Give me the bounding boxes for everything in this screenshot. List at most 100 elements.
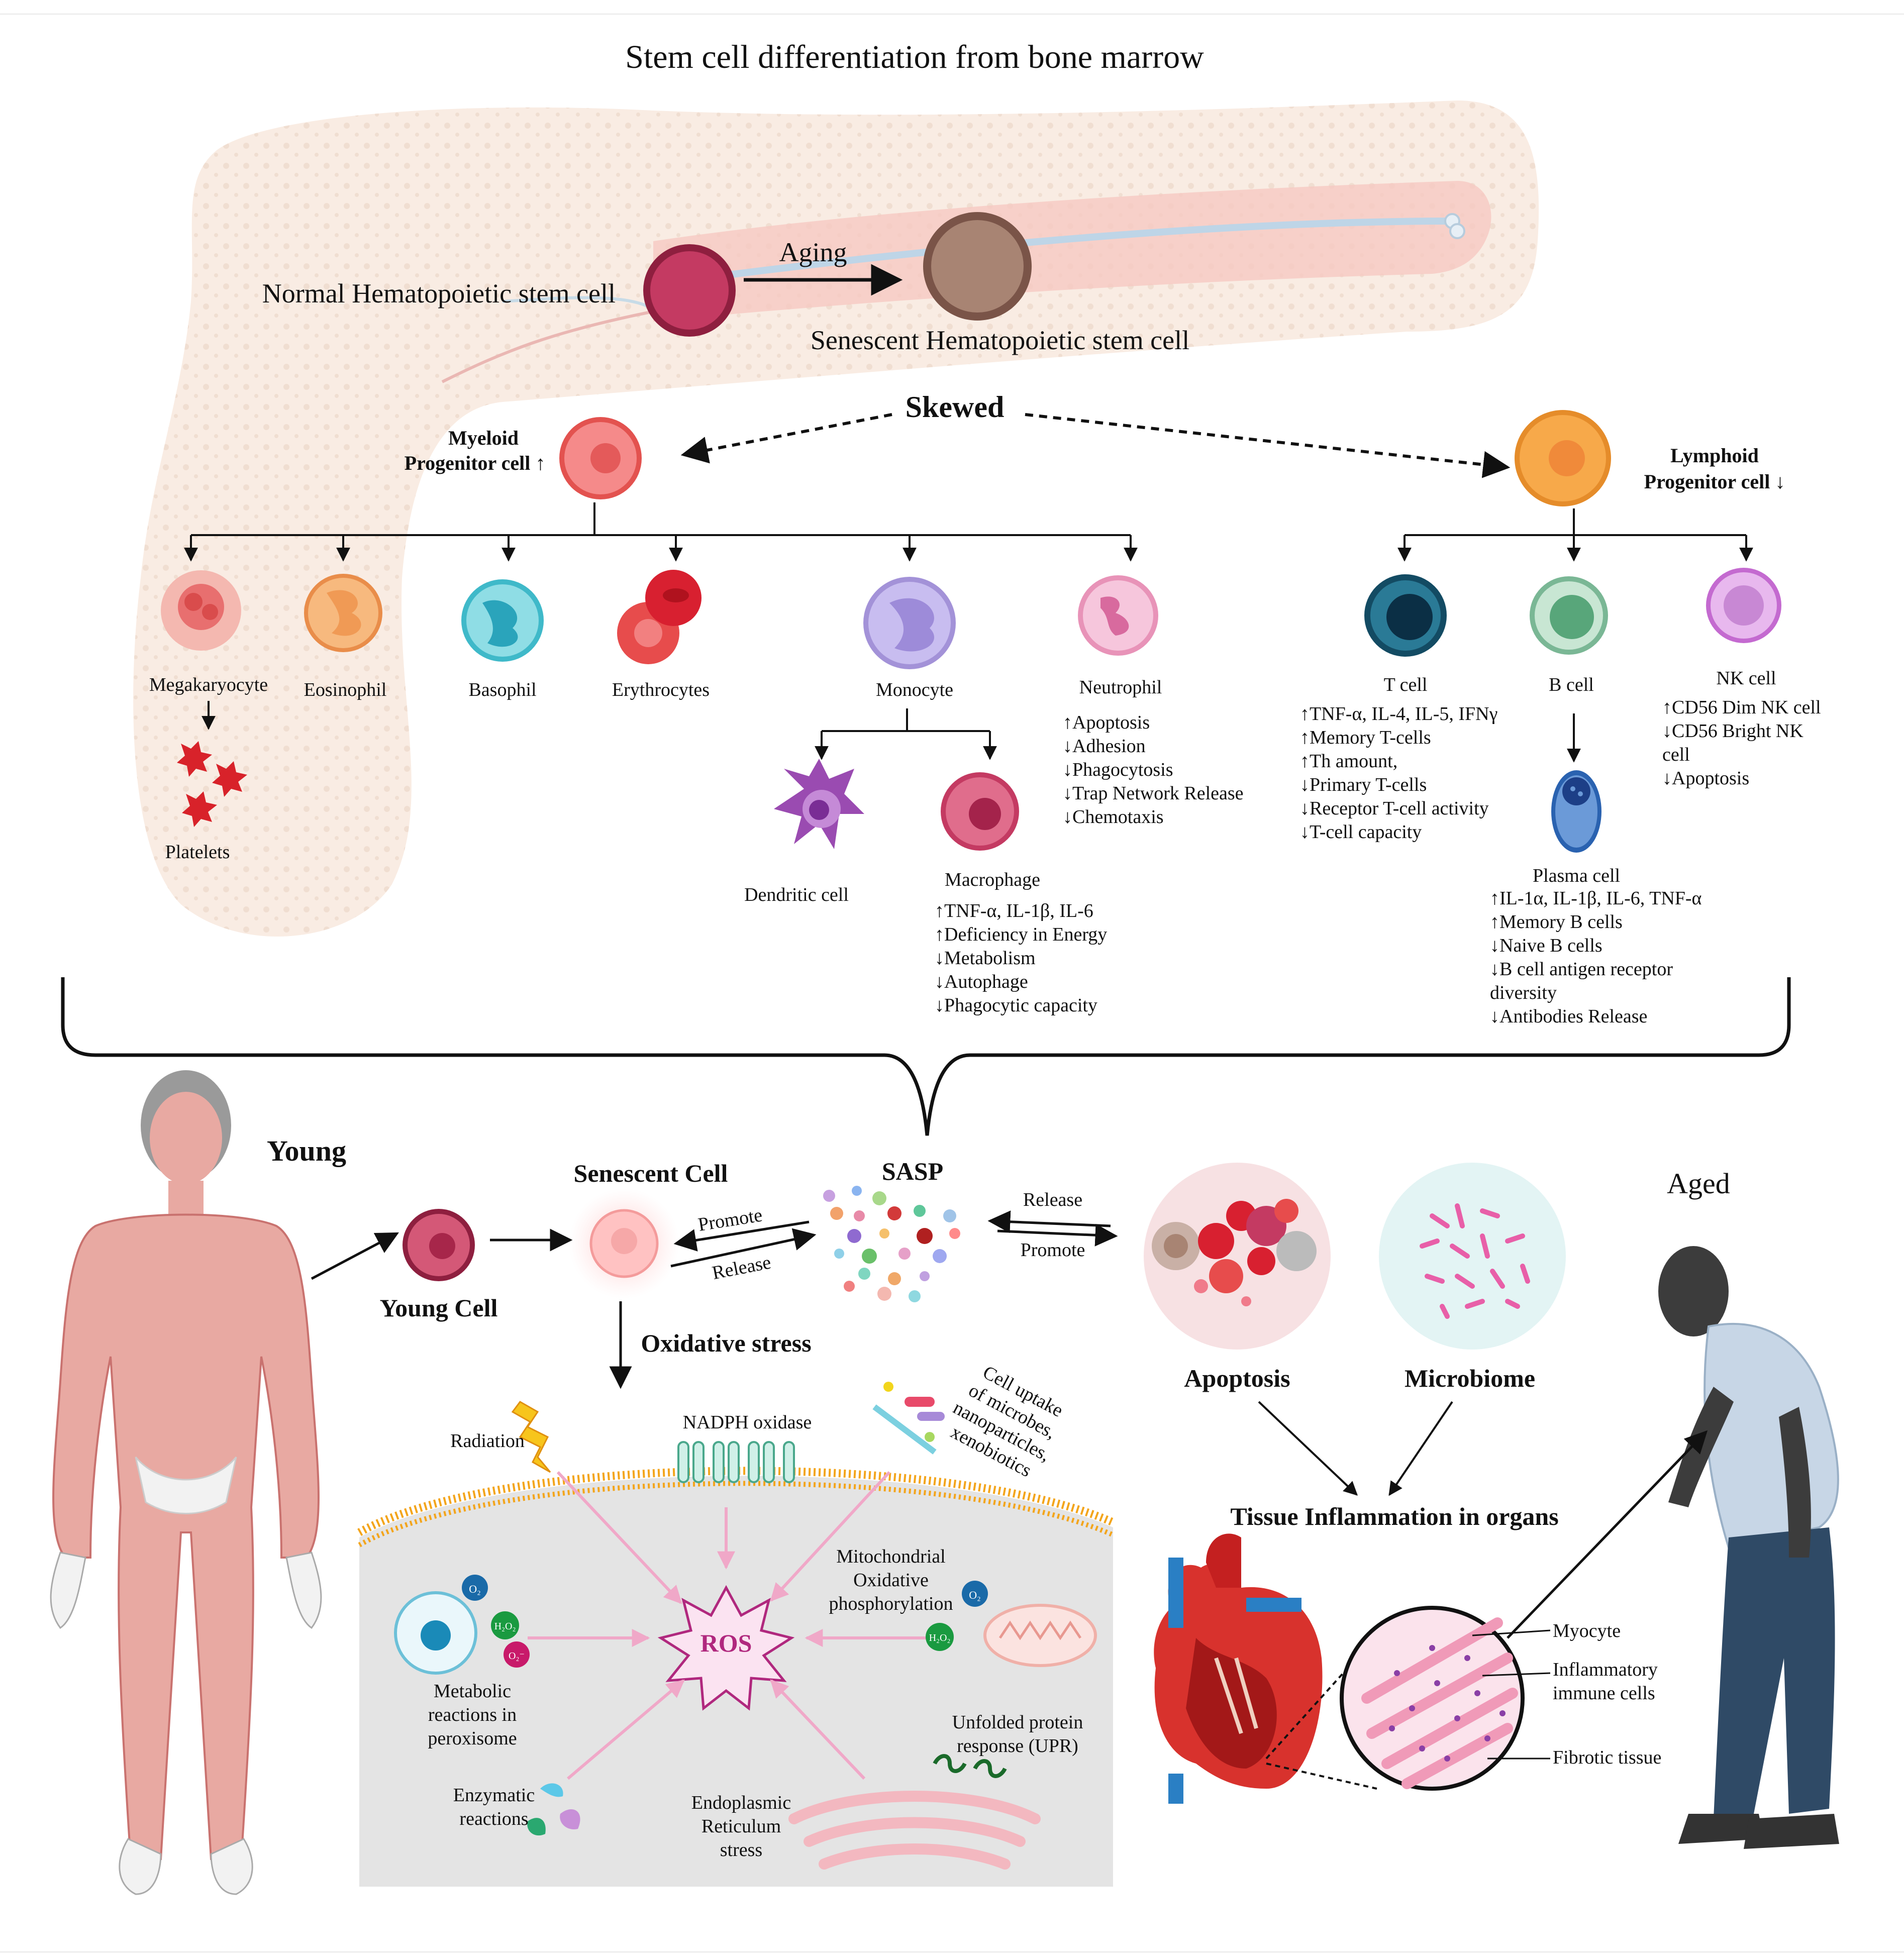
myeloid-tree [184, 502, 1138, 562]
perox-o2minus-text: O₂⁻ [509, 1650, 525, 1662]
ros-label: ROS [700, 1629, 752, 1657]
zoom-line-top [1265, 1657, 1358, 1760]
perox-label-1: Metabolic [434, 1681, 511, 1702]
promote2-label: Promote [1021, 1240, 1085, 1261]
mitochondria-icon [983, 1604, 1097, 1667]
histology-pointers [1472, 1629, 1551, 1760]
tissue-inflammation-label: Tissue Inflammation in organs [1230, 1502, 1558, 1530]
neutrophil-label: Neutrophil [1079, 677, 1162, 698]
perox-label-3: peroxisome [428, 1728, 517, 1749]
senescent-hsc-label: Senescent Hematopoietic stem cell [811, 325, 1189, 355]
lymphoid-progenitor-icon [1515, 410, 1611, 506]
senescent-cell-label: Senescent Cell [574, 1159, 728, 1187]
ros-icon [657, 1585, 795, 1711]
enzymatic-label-1: Enzymatic [453, 1785, 535, 1806]
release2-arrow [987, 1210, 1111, 1233]
b-cell-icon [1530, 576, 1608, 655]
young-human-figure [50, 1070, 322, 1895]
platelets-label: Platelets [165, 842, 230, 863]
young-label: Young [267, 1134, 346, 1167]
macrophage-icon [941, 772, 1019, 851]
upr-label-1: Unfolded protein [952, 1712, 1083, 1733]
lymphoid-tree [1397, 508, 1753, 562]
plasma-note: ↑Memory B cells [1490, 911, 1623, 933]
perox-o2-badge: O₂ [462, 1575, 488, 1601]
neutrophil-note: ↓Trap Network Release [1063, 783, 1244, 804]
aged-label: Aged [1667, 1167, 1730, 1200]
dendritic-cell-label: Dendritic cell [744, 884, 849, 905]
erythrocytes-label: Erythrocytes [612, 679, 710, 700]
sasp-label: SASP [882, 1157, 943, 1185]
neutrophil-note: ↓Adhesion [1063, 736, 1146, 757]
heart-icon [1154, 1533, 1323, 1804]
myocyte-label: Myocyte [1553, 1620, 1621, 1641]
plasma-cell-icon [1551, 770, 1601, 853]
neutrophil-notes: ↑Apoptosis ↓Adhesion ↓Phagocytosis ↓Trap… [1063, 712, 1244, 828]
t-cell-note: ↓Receptor T-cell activity [1300, 798, 1489, 819]
monocyte-icon [863, 577, 956, 669]
er-label-2: Reticulum [702, 1816, 781, 1837]
inflammatory-label-1: Inflammatory [1553, 1659, 1658, 1680]
nk-cell-icon [1706, 568, 1781, 643]
release-arrow [670, 1228, 817, 1268]
plasma-note: ↓Antibodies Release [1490, 1006, 1647, 1027]
senescent-hsc-icon [923, 212, 1032, 321]
mito-h2o2-badge: H₂O₂ [926, 1623, 954, 1651]
enzymatic-label-2: reactions [459, 1808, 528, 1829]
plasma-note: ↓B cell antigen receptor [1490, 959, 1673, 980]
aging-label: Aging [779, 237, 847, 267]
microbiome-icon [1379, 1163, 1566, 1350]
eosinophil-icon [304, 574, 382, 652]
macrophage-note: ↑Deficiency in Energy [935, 924, 1107, 945]
macrophage-note: ↓Metabolism [935, 948, 1036, 969]
t-cell-note: ↓T-cell capacity [1300, 821, 1422, 843]
platelets-icon [177, 741, 247, 827]
t-cell-note: ↑Memory T-cells [1300, 727, 1431, 748]
perox-h2o2-badge: H₂O₂ [491, 1611, 519, 1639]
mito-label-3: phosphorylation [829, 1593, 953, 1614]
nk-note: ↓Apoptosis [1662, 768, 1749, 789]
nk-note: ↑CD56 Dim NK cell [1662, 697, 1821, 718]
peroxisome-icon [394, 1591, 477, 1675]
neutrophil-icon [1078, 575, 1158, 656]
myeloid-progenitor-icon [559, 417, 642, 499]
t-cell-note: ↑TNF-α, IL-4, IL-5, IFNγ [1300, 703, 1497, 725]
young-cell-icon [403, 1209, 475, 1281]
nadph-label: NADPH oxidase [683, 1412, 812, 1433]
megakaryocyte-label: Megakaryocyte [149, 674, 268, 695]
lymphoid-label-1: Lymphoid [1670, 444, 1759, 467]
nk-note: cell [1662, 744, 1690, 765]
plasma-note: ↑IL-1α, IL-1β, IL-6, TNF-α [1490, 888, 1702, 909]
mito-label-2: Oxidative [853, 1570, 929, 1591]
fibrotic-label: Fibrotic tissue [1553, 1747, 1661, 1768]
macrophage-note: ↓Autophage [935, 971, 1028, 992]
t-cell-note: ↑Th amount, [1300, 751, 1397, 772]
eosinophil-label: Eosinophil [304, 679, 387, 700]
mito-h2o2-text: H₂O₂ [929, 1632, 951, 1643]
macrophage-notes: ↑TNF-α, IL-1β, IL-6 ↑Deficiency in Energ… [935, 900, 1107, 1016]
apoptosis-label: Apoptosis [1184, 1364, 1290, 1392]
young-to-cell-arrow [311, 1232, 399, 1280]
mito-o2-badge: O₂ [962, 1581, 988, 1607]
radiation-label: Radiation [450, 1430, 525, 1452]
upr-label-2: response (UPR) [957, 1735, 1078, 1757]
nk-cell-label: NK cell [1716, 668, 1776, 689]
er-label-3: stress [720, 1839, 762, 1861]
aged-human-figure [1658, 1246, 1839, 1849]
neutrophil-note: ↓Phagocytosis [1063, 759, 1173, 780]
myeloid-label-2: Progenitor cell ↑ [405, 452, 546, 474]
perox-o2minus-badge: O₂⁻ [504, 1641, 530, 1668]
er-label-1: Endoplasmic [691, 1792, 791, 1813]
plasma-notes: ↑IL-1α, IL-1β, IL-6, TNF-α ↑Memory B cel… [1490, 888, 1702, 1027]
ros-source-arrows [528, 1471, 935, 1780]
uptake-label: Cell uptake of microbes, nanoparticles, … [947, 1362, 1066, 1481]
skewed-arrow-myeloid [680, 413, 892, 464]
release2-label: Release [1023, 1189, 1082, 1210]
skewed-label: Skewed [906, 390, 1005, 424]
basophil-label: Basophil [468, 679, 536, 700]
sasp-particles-icon [823, 1186, 960, 1302]
monocyte-tree [815, 708, 997, 760]
nk-note: ↓CD56 Bright NK [1662, 720, 1803, 742]
enzyme-icon [527, 1783, 580, 1836]
